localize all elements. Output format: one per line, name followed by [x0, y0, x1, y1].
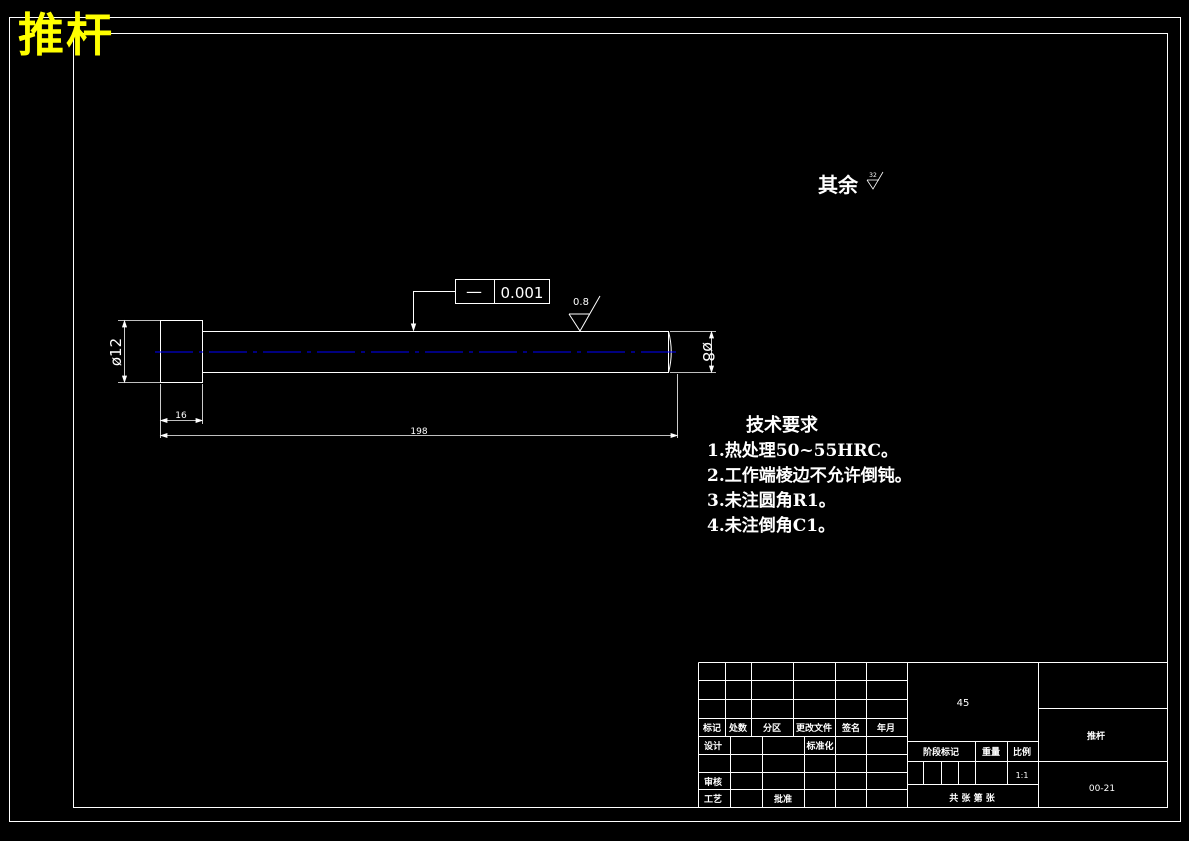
tech-requirements-title: 技术要求	[746, 415, 818, 436]
part-view	[155, 320, 676, 383]
tb-design: 设计	[704, 740, 722, 752]
tb-standardize: 标准化	[805, 740, 833, 752]
rest-roughness-value: 32	[869, 172, 877, 179]
rest-roughness-symbol	[866, 171, 884, 190]
tb-hdr-change-doc: 更改文件	[796, 722, 832, 734]
roughness-value: 0.8	[573, 297, 589, 308]
tb-part-name: 推杆	[1087, 730, 1105, 742]
tb-drawing-no: 00-21	[1089, 784, 1115, 794]
tech-requirement-item: 1.热处理50~55HRC。	[707, 441, 899, 461]
tb-approve: 批准	[774, 793, 792, 805]
tb-stage-mark: 阶段标记	[923, 746, 959, 758]
outer-border	[9, 17, 1181, 822]
roughness-symbol	[568, 295, 601, 332]
tech-requirement-item: 4.未注倒角C1。	[707, 516, 836, 536]
dim-head-diameter: ø12	[107, 338, 125, 366]
flatness-symbol: —	[466, 282, 482, 301]
rest-roughness-note: 其余	[818, 173, 858, 197]
drawing-title: 推杆	[18, 8, 114, 62]
tb-scale-label: 比例	[1013, 746, 1031, 758]
tb-weight: 重量	[982, 746, 1000, 758]
tb-hdr-zone: 分区	[763, 722, 781, 734]
dim-total-length: 198	[410, 427, 427, 437]
tb-scale-value: 1:1	[1016, 771, 1029, 780]
tb-hdr-sign: 签名	[841, 722, 860, 734]
tb-material: 45	[957, 698, 970, 709]
flatness-tolerance	[410, 279, 550, 332]
tb-process: 工艺	[704, 793, 722, 805]
dimensions	[118, 319, 716, 439]
flatness-value: 0.001	[501, 284, 544, 302]
tb-sheets: 共 张 第 张	[949, 792, 995, 804]
tech-requirement-item: 3.未注圆角R1。	[707, 491, 836, 511]
dim-shaft-diameter: ø8	[699, 342, 718, 362]
title-block-grid	[698, 662, 1168, 808]
dim-head-length: 16	[175, 411, 187, 421]
tb-hdr-count: 处数	[728, 722, 748, 734]
inner-border	[73, 33, 1168, 808]
title-block-text: 标记 处数 分区 更改文件 签名 年月 设计 标准化 审核 工艺 批准 阶段标记…	[702, 722, 1105, 805]
tb-review: 审核	[704, 776, 722, 788]
tb-hdr-mark: 标记	[702, 722, 721, 734]
tech-requirement-item: 2.工作端棱边不允许倒钝。	[707, 466, 912, 486]
tb-hdr-date: 年月	[877, 722, 895, 734]
